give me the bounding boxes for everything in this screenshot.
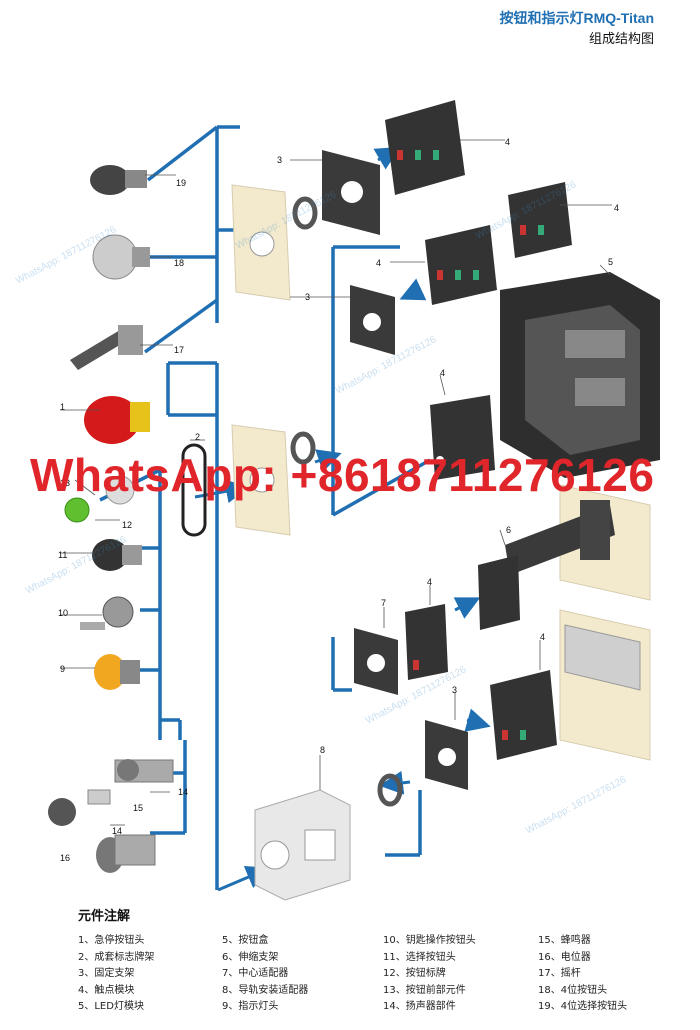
legend-item: 18、4位按钮头 <box>538 984 608 996</box>
callout-17: 17 <box>174 345 185 355</box>
contact-module-c <box>425 225 497 305</box>
callout-14b: 14 <box>112 826 123 836</box>
selector-head-4pos <box>90 165 147 195</box>
contact-module-f <box>490 670 557 760</box>
legend-column-2: 5、按钮盒 6、伸缩支架 7、中心适配器 8、导轨安装适配器 9、指示灯头 <box>222 933 308 1016</box>
page-title: 按钮和指示灯RMQ-Titan <box>499 10 654 26</box>
legend-title: 元件注解 <box>78 909 131 924</box>
legend-item: 7、中心适配器 <box>222 968 289 979</box>
speaker-parts <box>48 789 111 826</box>
contact-module-b <box>508 182 572 258</box>
callout-3c: 3 <box>452 685 458 695</box>
indicator-light-head <box>94 654 140 690</box>
callout-leaders <box>60 139 612 826</box>
callout-4a: 4 <box>505 137 511 147</box>
legend-item: 9、指示灯头 <box>222 1001 279 1012</box>
rail-mount-adapter <box>254 789 351 901</box>
emergency-stop-head <box>84 396 150 444</box>
legend-item: 19、4位选择按钮头 <box>538 1001 628 1012</box>
callout-15: 15 <box>133 803 144 813</box>
legend-item: 5、按钮盒 <box>222 935 269 946</box>
legend-item: 4、触点模块 <box>78 984 135 996</box>
legend-item: 5、LED灯模块 <box>78 1001 144 1012</box>
callout-14a: 14 <box>178 787 189 797</box>
callout-13: 13 <box>60 478 71 488</box>
ring-nut-3 <box>377 773 403 807</box>
din-rail-panel <box>559 609 651 761</box>
legend-item: 15、蜂鸣器 <box>538 935 591 946</box>
callout-11: 11 <box>58 550 68 560</box>
callout-2: 2 <box>195 432 201 442</box>
fixing-bracket-b <box>350 285 395 355</box>
legend-item: 3、固定支架 <box>78 968 135 979</box>
legend-item: 1、急停按钮头 <box>78 935 145 946</box>
legend-column-1: 1、急停按钮头 2、成套标志牌架 3、固定支架 4、触点模块 5、LED灯模块 <box>78 933 154 1016</box>
key-operator-head <box>80 596 134 630</box>
pushbutton-head-4pos <box>92 234 150 280</box>
callout-6: 6 <box>506 525 512 535</box>
legend-item: 11、选择按钮头 <box>383 951 456 963</box>
legend-item: 8、导轨安装适配器 <box>222 984 309 996</box>
callout-4e: 4 <box>427 577 433 587</box>
legend-item: 14、扬声器部件 <box>383 1001 456 1012</box>
callout-4d: 4 <box>440 368 446 378</box>
ring-nut-1 <box>292 196 318 230</box>
callout-3a: 3 <box>277 155 283 165</box>
contact-module-e <box>405 604 448 680</box>
callout-16: 16 <box>60 853 71 863</box>
bezel-plate-middle <box>231 424 291 536</box>
contact-module-d <box>430 395 495 480</box>
callout-7: 7 <box>381 598 387 608</box>
button-enclosure <box>500 272 660 478</box>
ring-nut-2 <box>290 431 316 465</box>
callout-4f: 4 <box>540 632 546 642</box>
selector-head <box>92 539 142 571</box>
buzzer <box>114 759 174 783</box>
connector-lines <box>99 125 431 890</box>
callout-18: 18 <box>174 258 185 268</box>
legend-item: 16、电位器 <box>538 951 591 963</box>
callout-8: 8 <box>320 745 326 755</box>
fixing-bracket-c <box>425 720 468 790</box>
contact-module-a <box>385 100 465 195</box>
legend-item: 10、钥匙操作按钮头 <box>383 935 476 946</box>
legend-column-4: 15、蜂鸣器 16、电位器 17、摇杆 18、4位按钮头 19、4位选择按钮头 <box>538 933 627 1016</box>
callout-4b: 4 <box>614 203 620 213</box>
callout-9: 9 <box>60 664 66 674</box>
legend-item: 12、按钮标牌 <box>383 968 446 979</box>
potentiometer <box>96 834 156 873</box>
button-front-element <box>64 497 90 523</box>
callout-1: 1 <box>60 402 66 412</box>
legend-item: 2、成套标志牌架 <box>78 951 155 963</box>
whatsapp-watermark: WhatsApp: +8618711276126 <box>30 449 655 501</box>
pushbutton-head <box>105 475 135 505</box>
callout-4c: 4 <box>376 258 382 268</box>
nameplate-holder <box>181 443 207 537</box>
fixing-bracket-a <box>322 150 380 235</box>
callout-19: 19 <box>176 178 187 188</box>
legend-item: 13、按钮前部元件 <box>383 984 466 996</box>
center-adapter <box>354 628 398 695</box>
callout-12: 12 <box>122 520 133 530</box>
legend-column-3: 10、钥匙操作按钮头 11、选择按钮头 12、按钮标牌 13、按钮前部元件 14… <box>383 933 476 1016</box>
joystick <box>70 325 143 370</box>
callout-3b: 3 <box>305 292 311 302</box>
bezel-plate-top <box>231 184 291 301</box>
page-subtitle: 组成结构图 <box>588 32 654 47</box>
telescopic-bracket <box>478 484 651 630</box>
callout-5: 5 <box>608 257 614 267</box>
callout-10: 10 <box>58 608 69 618</box>
legend-item: 6、伸缩支架 <box>222 951 279 963</box>
legend-item: 17、摇杆 <box>538 968 581 979</box>
